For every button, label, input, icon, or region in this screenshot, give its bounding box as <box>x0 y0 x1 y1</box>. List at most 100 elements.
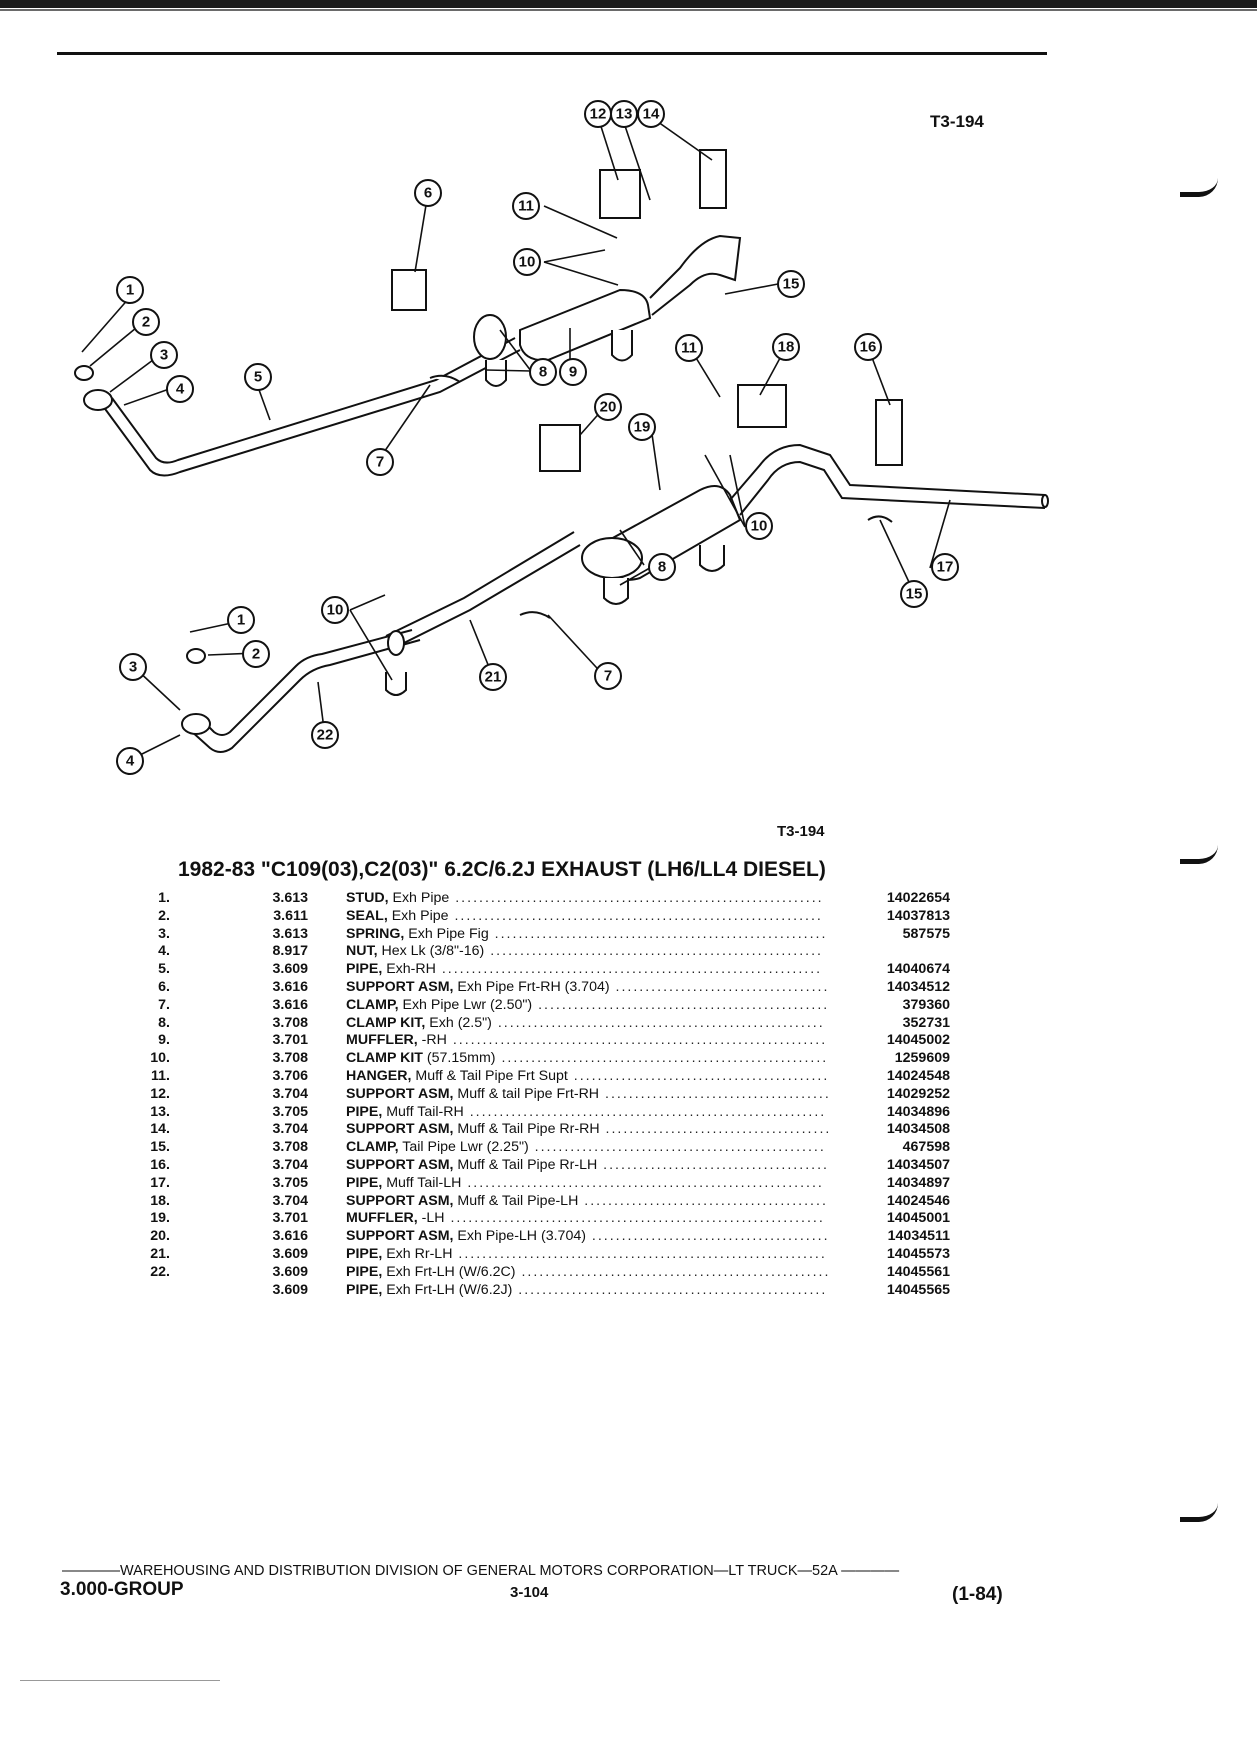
callout-4b: 4 <box>116 747 144 775</box>
callout-19: 19 <box>628 413 656 441</box>
callout-11a: 11 <box>512 192 540 220</box>
part-number: 14022654 <box>886 890 950 906</box>
callout-12: 12 <box>584 100 612 128</box>
part-name: NUT, <box>346 943 378 960</box>
leader-dots: ........................................… <box>448 907 823 924</box>
svg-text:3: 3 <box>129 659 137 676</box>
part-description: Muff Tail-LH <box>382 1174 462 1191</box>
part-name: HANGER, <box>346 1067 412 1084</box>
rh-exhaust-pipe <box>99 349 521 477</box>
callout-3a: 3 <box>150 341 178 369</box>
part-number: 14045565 <box>886 1281 950 1298</box>
group-number: 3.704 <box>272 1192 308 1209</box>
description-cell: NUT, Hex Lk (3/8"-16) ..................… <box>346 943 852 961</box>
part-number: 14037813 <box>886 907 950 924</box>
group-number: 3.706 <box>272 1067 308 1084</box>
part-name: SUPPORT ASM, <box>346 1156 454 1173</box>
group-number: 3.609 <box>272 1263 308 1280</box>
description-cell: HANGER, Muff & Tail Pipe Frt Supt ......… <box>346 1068 852 1086</box>
description-cell: CLAMP, Tail Pipe Lwr (2.25") ...........… <box>346 1139 852 1157</box>
callout-17: 17 <box>931 553 959 581</box>
part-number: 14034896 <box>886 1103 950 1120</box>
rh-muffler-end <box>473 314 507 360</box>
leader-dots: ........................................… <box>532 996 830 1013</box>
footer-publisher-line: ————WAREHOUSING AND DISTRIBUTION DIVISIO… <box>62 1563 900 1579</box>
part-number: 14045573 <box>886 1245 950 1262</box>
description-cell: SUPPORT ASM, Muff & tail Pipe Frt-RH ...… <box>346 1086 852 1104</box>
lh-tail-lower-clamp <box>867 515 893 523</box>
rh-lower-clamp <box>429 374 461 383</box>
part-number: 14034511 <box>887 1228 950 1245</box>
svg-text:21: 21 <box>485 669 502 686</box>
callout-1a: 1 <box>116 276 144 304</box>
item-number: 5. <box>158 961 170 978</box>
callout-22: 22 <box>311 721 339 749</box>
group-number: 3.704 <box>272 1156 308 1173</box>
group-number: 3.708 <box>272 1139 308 1156</box>
leader-dots: ........................................… <box>491 1014 825 1031</box>
item-number: 7. <box>158 996 170 1013</box>
part-name: PIPE, <box>346 1245 383 1262</box>
rh-muffler <box>519 288 652 362</box>
leader-dots: ...................................... <box>597 1156 829 1173</box>
lh-tail-end <box>1041 494 1049 508</box>
item-number: 9. <box>158 1032 170 1049</box>
callout-10c: 10 <box>321 596 349 624</box>
part-name: STUD, <box>346 890 389 906</box>
part-name: PIPE, <box>346 1174 383 1191</box>
part-description: Exh Pipe Frt-RH (3.704) <box>453 978 610 995</box>
callout-16: 16 <box>854 333 882 361</box>
description-cell: PIPE, Exh Frt-LH (W/6.2J) ..............… <box>346 1282 852 1300</box>
part-number: 587575 <box>902 925 950 942</box>
item-number: 21. <box>150 1245 170 1262</box>
part-description: Muff & Tail Pipe-LH <box>453 1192 579 1209</box>
svg-text:14: 14 <box>643 106 660 123</box>
callout-21: 21 <box>479 663 507 691</box>
leader-dots: ........................................… <box>567 1067 830 1084</box>
callout-3b: 3 <box>119 653 147 681</box>
group-number: 3.708 <box>272 1050 308 1067</box>
callout-7a: 7 <box>366 448 394 476</box>
svg-text:3: 3 <box>160 347 168 364</box>
lh-muffler-end <box>581 537 643 579</box>
rh-clamp-u2 <box>611 330 633 362</box>
group-number: 3.701 <box>272 1210 308 1227</box>
part-name: SUPPORT ASM, <box>346 1228 454 1245</box>
figure-code-bottom: T3-194 <box>777 823 825 840</box>
parts-table-title: 1982-83 "C109(03),C2(03)" 6.2C/6.2J EXHA… <box>178 858 826 881</box>
part-name: CLAMP KIT, <box>346 1014 426 1031</box>
part-description: Muff Tail-RH <box>382 1103 464 1120</box>
scan-top-edge <box>0 0 1257 8</box>
svg-text:9: 9 <box>569 364 577 381</box>
svg-text:10: 10 <box>519 254 536 271</box>
callout-14: 14 <box>637 100 665 128</box>
group-number: 3.611 <box>273 907 308 924</box>
description-cell: CLAMP, Exh Pipe Lwr (2.50") ............… <box>346 997 852 1015</box>
description-cell: SPRING, Exh Pipe Fig ...................… <box>346 926 852 944</box>
rh-rear-support <box>699 149 727 209</box>
item-number: 13. <box>150 1103 170 1120</box>
lh-pipe-joint <box>387 630 405 656</box>
description-cell: SUPPORT ASM, Muff & Tail Pipe Rr-LH ....… <box>346 1157 852 1175</box>
lh-tail-pipe <box>729 443 1046 501</box>
part-description: Exh Pipe Lwr (2.50") <box>398 996 533 1013</box>
description-cell: SUPPORT ASM, Exh Pipe-LH (3.704) .......… <box>346 1228 852 1246</box>
item-number: 11. <box>151 1067 170 1084</box>
description-cell: SUPPORT ASM, Muff & Tail Pipe Rr-RH ....… <box>346 1121 852 1139</box>
part-number: 14024546 <box>886 1192 950 1209</box>
svg-text:17: 17 <box>937 559 954 576</box>
svg-text:2: 2 <box>142 314 150 331</box>
leader-dots: ........................................ <box>585 1228 830 1245</box>
binder-hole-mark <box>1180 1503 1218 1522</box>
exhaust-diagram: 1 2 3 4 5 6 7 8 9 10 11 12 13 14 15 11 1… <box>74 100 1049 775</box>
part-description: Exh (2.5") <box>425 1014 492 1031</box>
part-name: SPRING, <box>346 925 405 942</box>
